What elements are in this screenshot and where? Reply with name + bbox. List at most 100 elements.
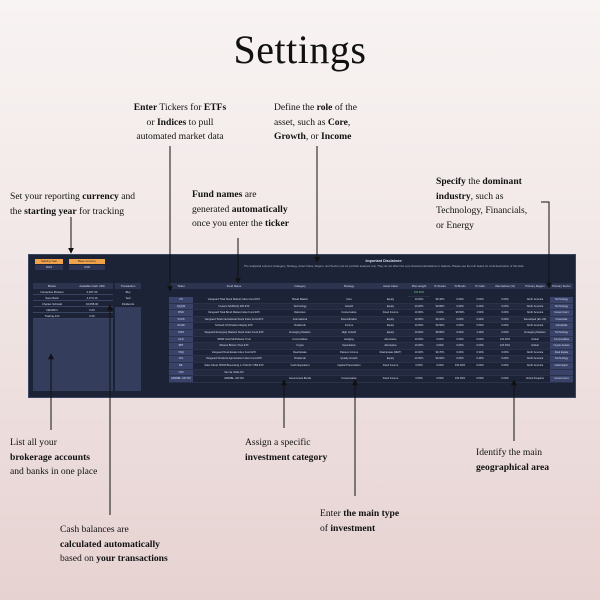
table-cell: 0.00% (490, 376, 520, 383)
broker-name[interactable]: DEGIRO (33, 307, 71, 313)
table-cell: Fixed Income (373, 310, 408, 317)
table-cell: 0.00% (408, 376, 430, 383)
table-cell[interactable]: BND (169, 310, 193, 317)
table-cell: 10.00% (408, 310, 430, 317)
table-cell: 99.60% (430, 356, 450, 363)
table-cell: 10.00% (408, 350, 430, 357)
column-header[interactable]: Alternatives (%) (495, 284, 515, 288)
holdings-table-header: Ticker Fund Name Category Strategy Asset Cla… (169, 283, 573, 289)
column-header[interactable]: Primary Sector (552, 284, 571, 288)
table-cell: 1.50% (470, 310, 490, 317)
table-cell: High Growth (325, 330, 373, 337)
table-cell[interactable]: GLD (169, 336, 193, 344)
column-header[interactable]: Plan weight (411, 284, 427, 288)
table-cell (430, 370, 450, 377)
broker-name[interactable]: Trading 212 (33, 313, 71, 319)
table-cell[interactable]: QQQM (169, 303, 193, 311)
table-cell: 10.00% (408, 343, 430, 350)
broker-name[interactable]: Interactive Brokers (33, 289, 71, 295)
base-currency-control[interactable]: Base currency USD (69, 259, 105, 273)
table-cell: 0.00% (408, 363, 430, 370)
table-cell: 0.00% (430, 337, 450, 344)
table-cell: 0.50% (470, 323, 490, 330)
column-header[interactable]: % Bonds (454, 284, 466, 288)
table-cell: Global (520, 343, 550, 350)
transaction-type[interactable]: Dividends (121, 302, 135, 306)
table-cell: Technology (550, 356, 573, 363)
starting-year-control[interactable]: Starting Year 2024 (35, 259, 63, 273)
table-cell: Vanguard Real Estate Index Fund ETF (193, 350, 275, 357)
table-cell: 0.00% (470, 363, 490, 370)
transaction-type[interactable]: Buy (125, 290, 131, 294)
table-cell: 99.70% (430, 350, 450, 357)
column-header[interactable]: Fund Name (226, 284, 242, 288)
role-annotation: Define the role of the asset, such as Co… (274, 102, 357, 142)
column-header[interactable]: Ticker (177, 284, 185, 288)
table-cell (470, 370, 490, 377)
broker-cash: 0.00 (71, 313, 113, 319)
table-cell: Diversification (325, 317, 373, 324)
table-cell: Vanguard Emerging Markets Stock Index Fu… (193, 330, 275, 337)
table-cell: Cash Equiv. (550, 363, 573, 370)
table-cell[interactable]: GB00BL..MCT10 (169, 376, 193, 383)
table-cell: 0.30% (470, 350, 490, 357)
table-cell: Growth (325, 304, 373, 311)
table-cell (275, 370, 325, 377)
base-currency-value[interactable]: USD (69, 265, 105, 270)
broker-name[interactable]: Charles Schwab (33, 301, 71, 307)
table-cell: North America (520, 304, 550, 311)
table-cell: Passive Income (325, 350, 373, 357)
table-cell[interactable]: VIG (169, 356, 193, 363)
table-cell: Government (550, 310, 573, 317)
table-cell: Fixed Income (373, 363, 408, 370)
disclaimer-text: The analytical columns (Category, Strate… (243, 264, 525, 268)
table-cell: Van de Velde NV (193, 370, 275, 377)
broker-cash: 0.00 (71, 307, 113, 313)
broker-cash: 4,274.10 (71, 295, 113, 301)
transaction-type[interactable]: Sell (125, 296, 131, 300)
table-cell[interactable]: VXUS (169, 316, 193, 324)
table-cell: 0.00% (430, 310, 450, 317)
column-header[interactable]: Primary Region (525, 284, 545, 288)
table-cell[interactable]: BIL (169, 363, 193, 370)
broker-name[interactable]: Saxo Bank (33, 295, 71, 301)
starting-year-value[interactable]: 2024 (35, 265, 63, 270)
table-cell[interactable]: VTI (169, 297, 193, 304)
broker-cash: 4,457.00 (71, 289, 113, 295)
column-header[interactable]: % Cash (475, 284, 485, 288)
table-cell: Crypto (275, 343, 325, 350)
table-cell: 0.00% (450, 304, 470, 311)
table-cell[interactable]: VNQ (169, 349, 193, 357)
table-cell[interactable]: IBIT (169, 343, 193, 350)
total-row: 100.00% (169, 290, 573, 297)
column-header[interactable]: Asset Class (383, 284, 398, 288)
table-cell[interactable]: SCHD (169, 323, 193, 330)
table-cell[interactable]: VWO (169, 330, 193, 337)
category-annotation: Assign a specific investment category (245, 437, 328, 463)
fund-names-annotation: Fund names are generated automatically o… (192, 189, 289, 229)
table-cell: Alternative (373, 337, 408, 344)
table-cell[interactable]: VWI (169, 369, 193, 377)
column-header[interactable]: Strategy (343, 284, 355, 288)
column-header[interactable]: % Stocks (434, 284, 446, 288)
column-header[interactable]: Category (294, 284, 306, 288)
table-cell: United Kingdom (520, 376, 550, 383)
